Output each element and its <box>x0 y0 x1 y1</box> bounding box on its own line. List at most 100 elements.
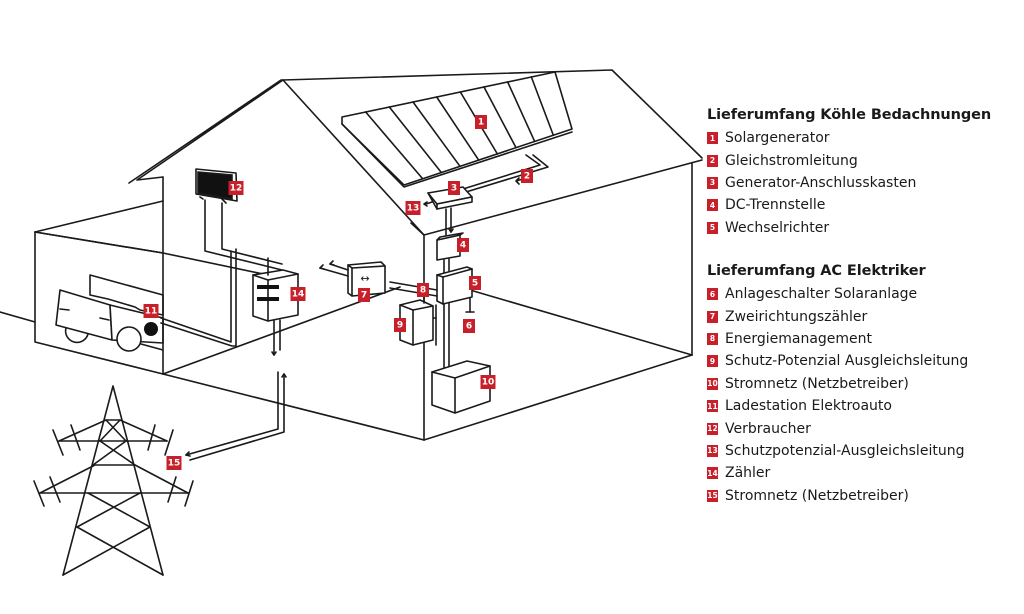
badge-background <box>417 283 429 297</box>
badge-background <box>448 181 460 195</box>
badge-number: 5 <box>472 279 478 289</box>
badge-10-icon: 10 <box>707 377 718 390</box>
badge-dc-disconnect: 4 <box>457 238 469 252</box>
legend-item: 3 Generator-Anschlusskasten <box>707 172 1017 194</box>
tv-icon <box>195 168 283 271</box>
equipotential-bonding-box <box>399 289 434 346</box>
badge-15-icon: 15 <box>707 489 718 502</box>
legend-item: 7 Zweirichtungszähler <box>707 305 1017 327</box>
solar-cell-divider <box>506 81 536 143</box>
badge-8-icon: 8 <box>707 332 718 345</box>
legend-label: Zähler <box>725 465 771 482</box>
legend-label: Stromnetz (Netzbetreiber) <box>725 375 909 392</box>
badge-background <box>521 169 533 183</box>
badge-1-icon: 1 <box>707 132 718 145</box>
legend-label: Ladestation Elektroauto <box>725 398 892 415</box>
badge-background <box>358 288 370 302</box>
badge-11-icon: 11 <box>707 400 718 413</box>
badge-4-icon: 4 <box>707 199 718 212</box>
badge-background <box>480 375 496 389</box>
badge-14-icon: 14 <box>707 467 718 480</box>
legend-label: Schutz-Potenzial Ausgleichsleitung <box>725 353 969 370</box>
legend-label: DC-Trennstelle <box>725 197 826 214</box>
solar-cell-divider <box>483 86 517 149</box>
badge-number: 2 <box>524 172 530 182</box>
badge-grid-cabinet: 10 <box>480 375 496 389</box>
legend-label: Stromnetz (Netzbetreiber) <box>725 487 909 504</box>
bidirectional-meter: ↔ <box>319 260 386 297</box>
badge-background <box>143 304 159 318</box>
badge-number: 7 <box>361 291 367 301</box>
badge-equipotential-bonding-box: 9 <box>394 318 406 332</box>
badge-system-switch: 6 <box>463 319 475 333</box>
bidirectional-arrow-icon: ↔ <box>360 272 369 285</box>
cabinet-icon <box>431 360 491 414</box>
legend-item: 9 Schutz-Potenzial Ausgleichsleitung <box>707 350 1017 372</box>
legend-item: 12 Verbraucher <box>707 417 1017 439</box>
charger-plug-icon <box>144 322 158 336</box>
legend-item: 8 Energiemanagement <box>707 328 1017 350</box>
badge-number: 9 <box>397 321 403 331</box>
disconnect-box-icon <box>436 232 464 274</box>
solar-cell-divider <box>530 76 555 137</box>
pylon-icon <box>33 385 194 576</box>
legend-label: Energiemanagement <box>725 330 873 347</box>
legend-label: Zweirichtungszähler <box>725 308 868 325</box>
legend-label: Generator-Anschlusskasten <box>725 174 917 191</box>
badge-2-icon: 2 <box>707 154 718 167</box>
badge-6-icon: 6 <box>707 288 718 301</box>
badge-number: 3 <box>451 184 457 194</box>
badge-number: 1 <box>478 118 484 128</box>
badge-background <box>475 115 487 129</box>
badge-12-icon: 12 <box>707 422 718 435</box>
legend-item: 10 Stromnetz (Netzbetreiber) <box>707 373 1017 395</box>
badge-power-grid-pylon: 15 <box>166 456 182 470</box>
badge-13-icon: 13 <box>707 444 718 457</box>
legend-title-dc: Lieferumfang Köhle Bedachnungen <box>707 107 992 123</box>
grid-connection-lines <box>185 371 287 461</box>
legend-label: Schutzpotenzial-Ausgleichsleitung <box>725 442 965 459</box>
connector-icon <box>389 281 438 297</box>
badge-number: 14 <box>292 290 305 300</box>
badge-background <box>405 201 421 215</box>
meter-icon <box>160 248 299 356</box>
legend-item: 4 DC-Trennstelle <box>707 194 1017 216</box>
badge-number: 4 <box>460 241 466 251</box>
badge-equipotential-bonding-line: 13 <box>405 201 421 215</box>
badge-background <box>394 318 406 332</box>
legend-label: Solargenerator <box>725 130 830 147</box>
legend-label: Wechselrichter <box>725 219 830 236</box>
solar-cell-divider <box>388 106 443 174</box>
badge-background <box>463 319 475 333</box>
badge-bidirectional-meter: 7 <box>358 288 370 302</box>
badge-electricity-meter: 14 <box>290 287 306 301</box>
badge-number: 13 <box>407 204 420 214</box>
badge-7-icon: 7 <box>707 310 718 323</box>
inverter-box-icon <box>431 266 475 371</box>
badge-background <box>166 456 182 470</box>
legend-item: 14 Zähler <box>707 462 1017 484</box>
badge-number: 8 <box>420 286 426 296</box>
badge-3-icon: 3 <box>707 176 718 189</box>
badge-ev-charging-station: 11 <box>143 304 159 318</box>
badge-consumer-tv: 12 <box>228 181 244 195</box>
legend-item: 5 Wechselrichter <box>707 217 1017 239</box>
badge-inverter: 5 <box>469 276 481 290</box>
badge-5-icon: 5 <box>707 221 718 234</box>
legend-title-ac: Lieferumfang AC Elektriker <box>707 263 926 279</box>
badge-number: 6 <box>466 322 472 332</box>
badge-solar-panel-array: 1 <box>475 115 487 129</box>
badge-background <box>469 276 481 290</box>
legend-label: Verbraucher <box>725 420 811 437</box>
solar-cell-divider <box>364 111 424 180</box>
badge-number: 12 <box>230 184 243 194</box>
badge-9-icon: 9 <box>707 355 718 368</box>
badge-number: 11 <box>145 307 158 317</box>
solar-cell-divider <box>435 96 480 161</box>
